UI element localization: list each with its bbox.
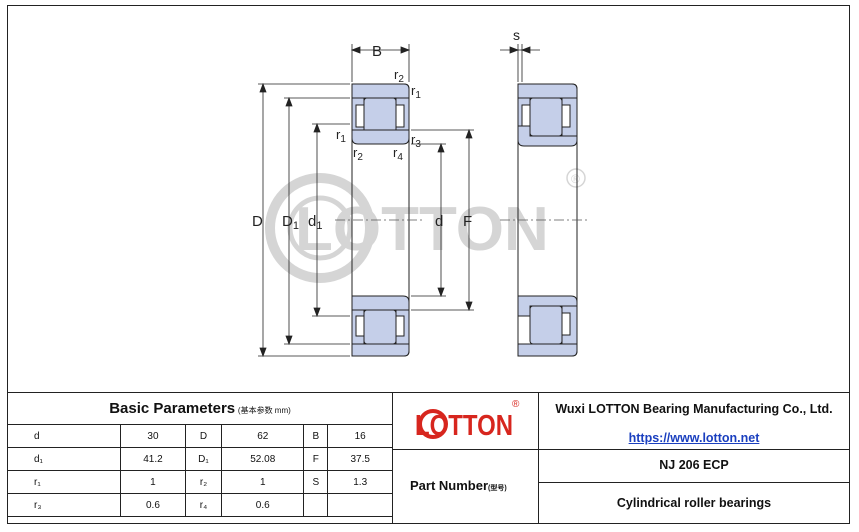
label-r1-top: r1 xyxy=(411,83,421,101)
param-key: d xyxy=(6,424,122,448)
param-value: 30 xyxy=(120,424,186,448)
param-value: 16 xyxy=(327,424,393,448)
param-value: 37.5 xyxy=(327,447,393,471)
part-number-label-sub: (型号) xyxy=(488,485,507,492)
bearing-drawing: LOTTON ® xyxy=(252,27,590,358)
basic-parameters-header: Basic Parameters (基本参数 mm) xyxy=(7,392,393,425)
param-value: 1 xyxy=(221,470,305,494)
label-d1: d1 xyxy=(308,213,322,232)
param-key: F xyxy=(303,447,329,471)
label-D: D xyxy=(252,213,263,230)
param-key: r₁ xyxy=(6,470,122,494)
part-number-label-cell: Part Number(型号) xyxy=(392,449,539,524)
basic-parameters-title: Basic Parameters xyxy=(109,400,236,417)
table-row: r₃ 0.6 r₄ 0.6 xyxy=(6,493,393,517)
logo-cell: LOTTON ® xyxy=(392,392,539,450)
param-value: 0.6 xyxy=(120,493,186,517)
table-row: d₁ 41.2 D₁ 52.08 F 37.5 xyxy=(6,447,393,471)
param-value: 62 xyxy=(221,424,305,448)
param-value: 41.2 xyxy=(120,447,186,471)
watermark-logo: LOTTON ® xyxy=(265,168,586,283)
param-value: 1 xyxy=(120,470,186,494)
param-value: 0.6 xyxy=(221,493,305,517)
label-F: F xyxy=(463,213,472,230)
label-D1: D1 xyxy=(282,213,299,232)
param-key: D₁ xyxy=(184,447,223,471)
logo-registered-mark: ® xyxy=(512,399,520,410)
table-row: d 30 D 62 B 16 xyxy=(6,424,393,448)
part-number-cell: NJ 206 ECP xyxy=(538,449,850,483)
dimension-lines xyxy=(258,44,540,358)
company-cell: Wuxi LOTTON Bearing Manufacturing Co., L… xyxy=(538,392,850,450)
dimension-labels: B s D D1 d1 d F r2 r1 r1 r3 r2 r4 xyxy=(252,27,520,232)
label-r1-left: r1 xyxy=(336,127,346,145)
part-number-label: Part Number xyxy=(410,478,489,493)
label-r4: r4 xyxy=(393,145,403,163)
label-r2-bottom: r2 xyxy=(353,145,363,163)
company-link[interactable]: https://www.lotton.net xyxy=(628,431,760,445)
basic-parameters-unit: (基本参数 mm) xyxy=(237,406,291,415)
param-value: 1.3 xyxy=(327,470,393,494)
label-s: s xyxy=(513,27,520,43)
bearing-section-right xyxy=(517,83,578,357)
label-d: d xyxy=(435,213,443,230)
lotton-logo: LOTTON ® xyxy=(415,399,520,442)
bearing-type: Cylindrical roller bearings xyxy=(616,496,772,510)
label-r3: r3 xyxy=(411,132,421,150)
basic-parameters-table: Basic Parameters (基本参数 mm) d 30 D 62 B 1… xyxy=(6,392,393,517)
param-key: r₄ xyxy=(184,493,223,517)
param-key: r₃ xyxy=(6,493,122,517)
param-key: B xyxy=(303,424,329,448)
company-name: Wuxi LOTTON Bearing Manufacturing Co., L… xyxy=(555,402,833,416)
part-number-value: NJ 206 ECP xyxy=(659,458,729,472)
watermark-registered: ® xyxy=(571,172,580,186)
logo-text: LOTTON xyxy=(415,410,513,442)
param-value: 52.08 xyxy=(221,447,305,471)
info-panel: Basic Parameters (基本参数 mm) d 30 D 62 B 1… xyxy=(6,392,850,524)
param-key xyxy=(303,493,329,517)
label-r2-top: r2 xyxy=(394,67,404,85)
param-key: S xyxy=(303,470,329,494)
param-value xyxy=(327,493,393,517)
label-B: B xyxy=(372,43,382,60)
param-key: d₁ xyxy=(6,447,122,471)
bearing-type-cell: Cylindrical roller bearings xyxy=(538,482,850,524)
bearing-section-left xyxy=(351,83,410,357)
param-key: r₂ xyxy=(184,470,223,494)
table-row: r₁ 1 r₂ 1 S 1.3 xyxy=(6,470,393,494)
param-key: D xyxy=(184,424,223,448)
watermark-text: LOTTON xyxy=(295,195,549,264)
